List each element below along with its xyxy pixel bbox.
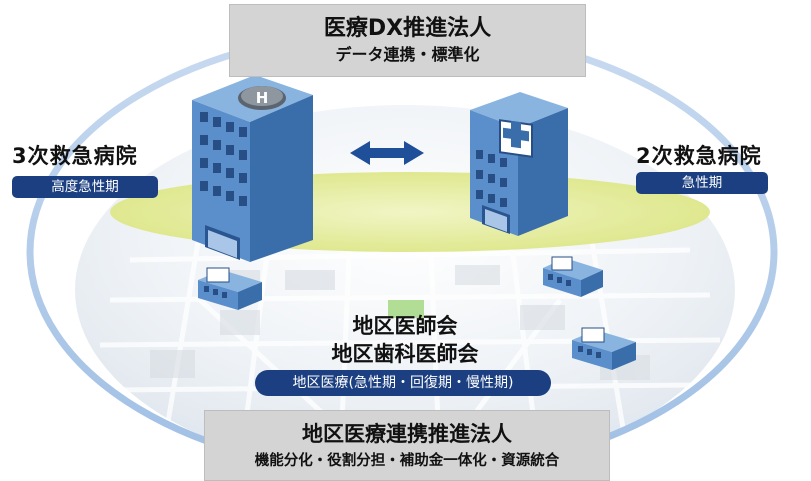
regional-collaboration-title: 地区医療連携推進法人 <box>302 422 512 446</box>
secondary-emergency-title: 2次救急病院 <box>636 144 762 168</box>
tertiary-care-badge: 高度急性期 <box>12 176 158 198</box>
district-medical-association: 地区医師会 <box>352 314 458 338</box>
dx-promotion-subtitle: データ連携・標準化 <box>335 45 480 64</box>
tertiary-emergency-title: 3次救急病院 <box>12 144 138 168</box>
clinic-icon <box>543 256 603 297</box>
regional-collaboration-subtitle: 機能分化・役割分担・補助金一体化・資源統合 <box>254 453 560 469</box>
dx-promotion-title: 医療DX推進法人 <box>323 16 492 41</box>
secondary-care-badge: 急性期 <box>636 172 768 194</box>
double-arrow-icon <box>350 141 424 165</box>
hospital-cross-icon <box>499 119 533 158</box>
dx-promotion-box: 医療DX推進法人 データ連携・標準化 <box>229 4 586 77</box>
clinic-icon <box>572 327 636 370</box>
tertiary-hospital-building <box>192 75 313 262</box>
secondary-hospital-building <box>470 92 568 236</box>
park-patch <box>388 300 424 318</box>
helipad-icon: H <box>238 86 286 110</box>
district-care-badge: 地区医療(急性期・回復期・慢性期) <box>255 370 551 396</box>
district-dental-association: 地区歯科医師会 <box>331 342 479 366</box>
clinic-icon <box>198 267 262 310</box>
svg-text:H: H <box>256 89 269 107</box>
regional-collaboration-box: 地区医療連携推進法人 機能分化・役割分担・補助金一体化・資源統合 <box>204 410 610 481</box>
